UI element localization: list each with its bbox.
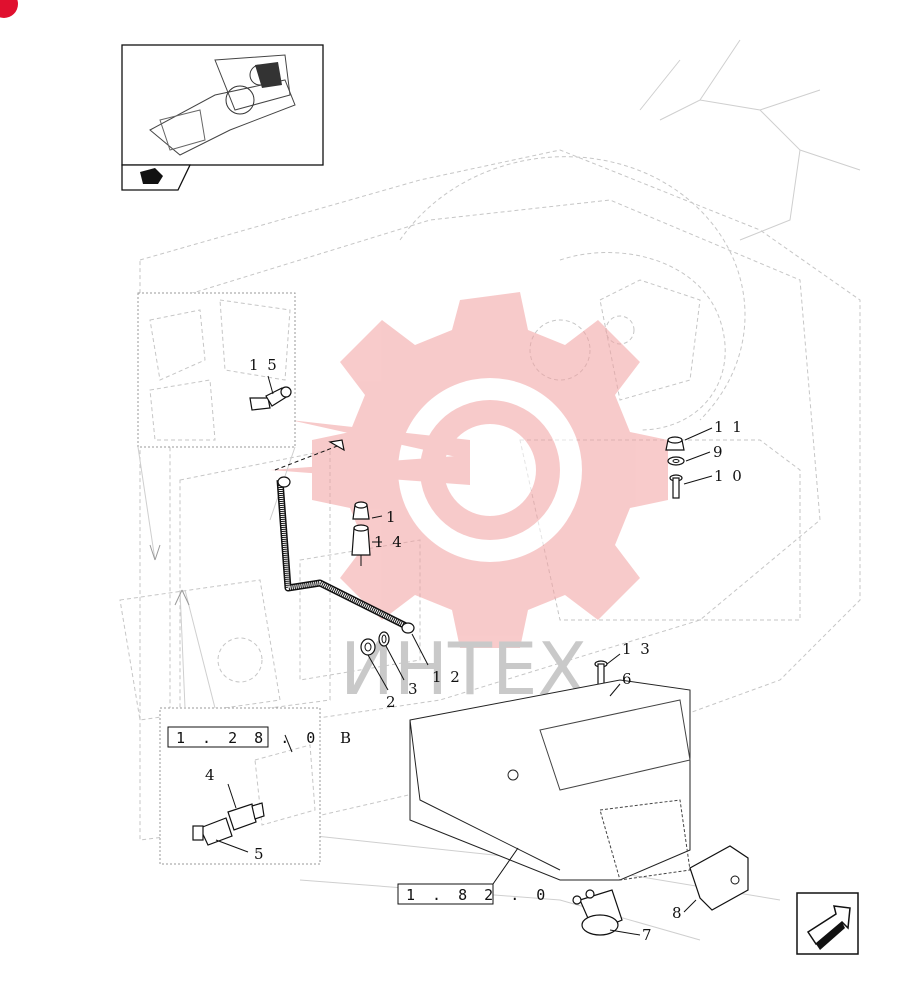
callout-8: 8 xyxy=(672,904,684,922)
part-2-washer xyxy=(360,638,376,656)
part-9-washer xyxy=(667,456,685,466)
reference-box-1-82[interactable]: 1 . 8 2 . 0 xyxy=(397,883,549,905)
callout-2: 2 xyxy=(386,693,398,711)
callout-12: 1 2 xyxy=(432,668,462,686)
part-12-pipe xyxy=(274,439,415,634)
corner-badge-icon xyxy=(0,0,18,18)
reference-label-1-28: 1 . 2 8 . 0 xyxy=(176,729,319,747)
view-direction-icon xyxy=(121,164,192,191)
part-4-adapter xyxy=(227,802,265,831)
callout-15: 1 5 xyxy=(249,356,279,374)
section-letter: B xyxy=(340,729,353,747)
part-1-fitting xyxy=(352,501,370,520)
part-5-sensor xyxy=(192,817,233,846)
callout-5: 5 xyxy=(254,845,266,863)
part-7-relay xyxy=(572,889,623,936)
part-15-elbow-fitting xyxy=(249,386,292,411)
callout-6: 6 xyxy=(622,670,634,688)
part-11-nut xyxy=(665,436,685,451)
reference-label-1-82: 1 . 8 2 . 0 xyxy=(406,886,549,904)
watermark-logo xyxy=(270,292,668,648)
next-page-arrow-icon[interactable] xyxy=(796,892,859,955)
reference-box-1-28[interactable]: 1 . 2 8 . 0 xyxy=(167,726,319,748)
callout-13: 1 3 xyxy=(622,640,652,658)
callout-1: 1 xyxy=(386,508,398,526)
part-14-sleeve xyxy=(351,524,371,566)
callout-7: 7 xyxy=(642,926,654,944)
callout-10: 1 0 xyxy=(714,467,744,485)
thumbnail-locator xyxy=(121,44,324,166)
part-10-bolt xyxy=(669,474,683,499)
callout-9: 9 xyxy=(713,443,725,461)
part-8-bracket xyxy=(689,845,749,911)
callout-14: 1 4 xyxy=(374,533,404,551)
part-13-bolt xyxy=(594,660,608,687)
leader-lines xyxy=(215,375,713,936)
callout-4: 4 xyxy=(205,766,217,784)
part-3-washer xyxy=(378,631,390,647)
callout-11: 1 1 xyxy=(714,418,744,436)
callout-labels: 1 5 1 1 4 2 3 1 2 1 1 9 1 0 1 3 6 4 5 7 … xyxy=(205,356,744,944)
bracket-cover xyxy=(409,679,691,881)
callout-3: 3 xyxy=(408,680,420,698)
detail-frame-top xyxy=(137,292,296,448)
